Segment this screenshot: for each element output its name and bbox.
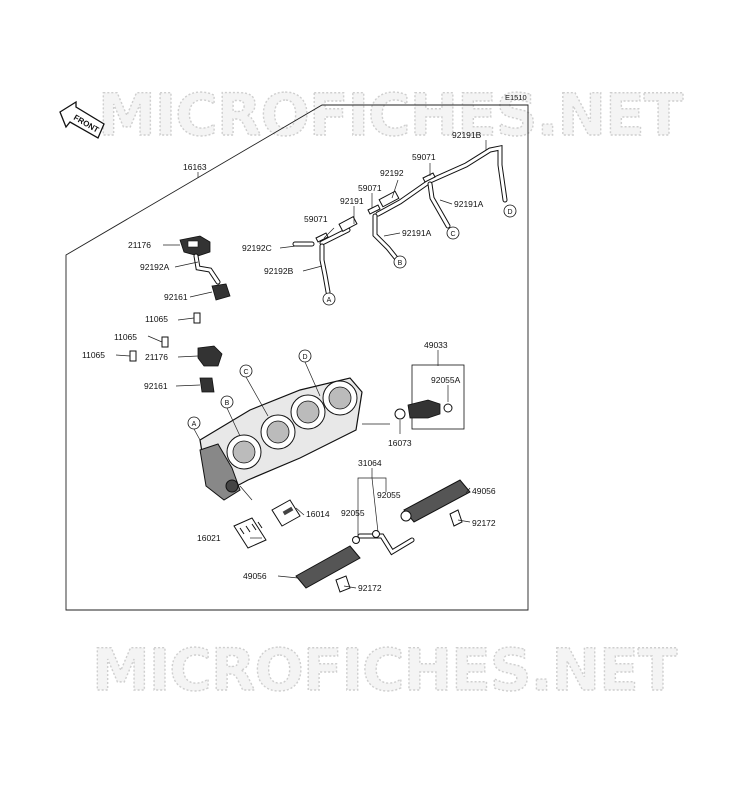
label-92191A-2: 92191A <box>402 228 432 238</box>
label-92191A-1: 92191A <box>454 199 484 209</box>
label-16163: 16163 <box>183 162 207 172</box>
injector-49033-group <box>394 364 465 430</box>
spring-16021 <box>233 517 267 549</box>
svg-text:A: A <box>327 297 332 304</box>
label-31064: 31064 <box>358 458 382 468</box>
label-92161-mid: 92161 <box>144 381 168 391</box>
label-92055-b: 92055 <box>377 490 401 500</box>
part-labels: 16163 21176 92192A 92161 92192C 59071 92… <box>82 130 496 593</box>
label-49056-a: 49056 <box>472 486 496 496</box>
callout-c-lower: C <box>239 364 253 378</box>
label-11065-3: 11065 <box>82 350 105 360</box>
callout-a-lower: A <box>187 416 201 430</box>
svg-text:C: C <box>243 369 248 376</box>
leader-lines <box>115 140 487 589</box>
label-49033: 49033 <box>424 340 448 350</box>
callout-b-upper: B <box>393 255 407 269</box>
pressure-sensor-top <box>179 235 231 301</box>
label-92192C: 92192C <box>242 243 272 253</box>
label-92172-b: 92172 <box>358 583 382 593</box>
vacuum-hose-assembly <box>292 144 508 295</box>
fuel-rail-49056-lower <box>295 545 361 593</box>
label-92191: 92191 <box>340 196 364 206</box>
watermark-bottom: MICROFICHES.NET <box>92 636 678 704</box>
svg-text:D: D <box>507 209 512 216</box>
callout-b-lower: B <box>220 395 234 409</box>
svg-text:B: B <box>398 260 403 267</box>
svg-text:D: D <box>302 354 307 361</box>
pressure-sensor-mid <box>197 345 223 393</box>
fuel-pipe-31064 <box>352 530 415 556</box>
label-16014: 16014 <box>306 509 330 519</box>
label-59071-b: 59071 <box>358 183 382 193</box>
label-11065-2: 11065 <box>114 332 137 342</box>
adjust-screws-16014 <box>271 499 301 527</box>
label-11065-1: 11065 <box>145 314 168 324</box>
label-92192A: 92192A <box>140 262 170 272</box>
label-92191B: 92191B <box>452 130 482 140</box>
label-92161-top: 92161 <box>164 292 188 302</box>
callout-d-upper: D <box>503 204 517 218</box>
callout-d-lower: D <box>298 349 312 363</box>
label-59071-c: 59071 <box>412 152 436 162</box>
throttle-body-assembly <box>199 377 363 501</box>
svg-text:A: A <box>192 421 197 428</box>
label-92172-a: 92172 <box>472 518 496 528</box>
callout-c-upper: C <box>446 226 460 240</box>
callout-a-upper: A <box>322 292 336 306</box>
diagram-code: E1510 <box>505 93 527 102</box>
label-92192: 92192 <box>380 168 404 178</box>
label-59071-a: 59071 <box>304 214 328 224</box>
label-16021: 16021 <box>197 533 221 543</box>
label-92055A: 92055A <box>431 375 461 385</box>
label-92055-a: 92055 <box>341 508 365 518</box>
svg-text:C: C <box>450 231 455 238</box>
fuel-rail-49056-upper <box>400 479 471 527</box>
label-16073: 16073 <box>388 438 412 448</box>
label-92192B: 92192B <box>264 266 294 276</box>
diagram-frame <box>65 104 529 611</box>
label-21176-top: 21176 <box>128 240 151 250</box>
label-21176-mid: 21176 <box>145 352 168 362</box>
watermark-top: MICROFICHES.NET <box>98 81 684 149</box>
svg-text:B: B <box>225 400 230 407</box>
label-49056-b: 49056 <box>243 571 267 581</box>
